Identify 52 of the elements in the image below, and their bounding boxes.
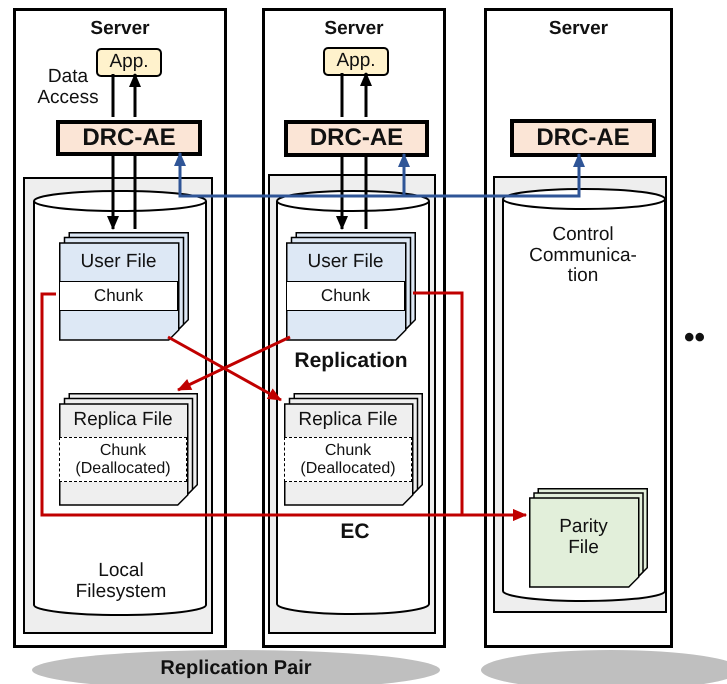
- app-label: App.: [335, 49, 377, 74]
- file-stack: [284, 393, 423, 505]
- arrow: [336, 154, 348, 230]
- group-label: Replication Pair: [159, 656, 313, 681]
- arrow: [174, 152, 245, 198]
- connector-line: [112, 74, 114, 117]
- connector-line: [364, 154, 368, 229]
- file-stack: [286, 232, 416, 340]
- module-box: [510, 119, 656, 157]
- module-label: DRC-AE: [81, 124, 177, 152]
- chunk-row: Chunk: [286, 281, 405, 311]
- file-stack: [59, 393, 198, 505]
- file-label: Replica File: [72, 408, 174, 432]
- arrow: [413, 292, 527, 521]
- server-box: [13, 8, 227, 648]
- flow-label: Replication: [293, 348, 409, 374]
- storage-label: Control Communica-tion: [528, 222, 638, 288]
- connector-line: [340, 73, 344, 117]
- server-label: Server: [89, 16, 151, 41]
- server-box: [484, 8, 673, 648]
- file-label: User File: [306, 250, 384, 274]
- module-box: [284, 120, 429, 157]
- app-box: [323, 47, 389, 76]
- arrow: [129, 73, 141, 117]
- cylinder: [33, 191, 207, 616]
- file-label: User File: [79, 250, 158, 274]
- group-ellipse: [481, 650, 727, 684]
- file-stack: [59, 232, 189, 340]
- cylinder: [502, 189, 666, 602]
- arrow: [167, 336, 282, 402]
- app-box: [96, 48, 162, 77]
- chunk-row: Chunk (Deallocated): [284, 437, 412, 482]
- arrow: [360, 72, 372, 117]
- cylinder: [276, 191, 430, 615]
- chunk-row: Chunk: [59, 281, 178, 311]
- module-box: [56, 120, 202, 156]
- module-label: DRC-AE: [308, 124, 404, 153]
- module-label: DRC-AE: [535, 123, 631, 153]
- app-label: App.: [108, 50, 150, 74]
- server-label: Server: [323, 16, 385, 41]
- connector-line: [134, 153, 136, 229]
- note-label: Data Access: [36, 65, 100, 110]
- server-label: Server: [548, 16, 610, 41]
- ellipsis-label: ••: [684, 320, 706, 354]
- file-label: Replica File: [297, 408, 399, 432]
- file-label: Parity File: [558, 515, 609, 560]
- flow-label: EC: [339, 519, 371, 546]
- file-stack: [529, 488, 648, 587]
- chunk-row: Chunk (Deallocated): [59, 437, 187, 482]
- arrow: [107, 153, 119, 230]
- server-box: [262, 8, 446, 648]
- storage-label: Local Filesystem: [74, 559, 168, 604]
